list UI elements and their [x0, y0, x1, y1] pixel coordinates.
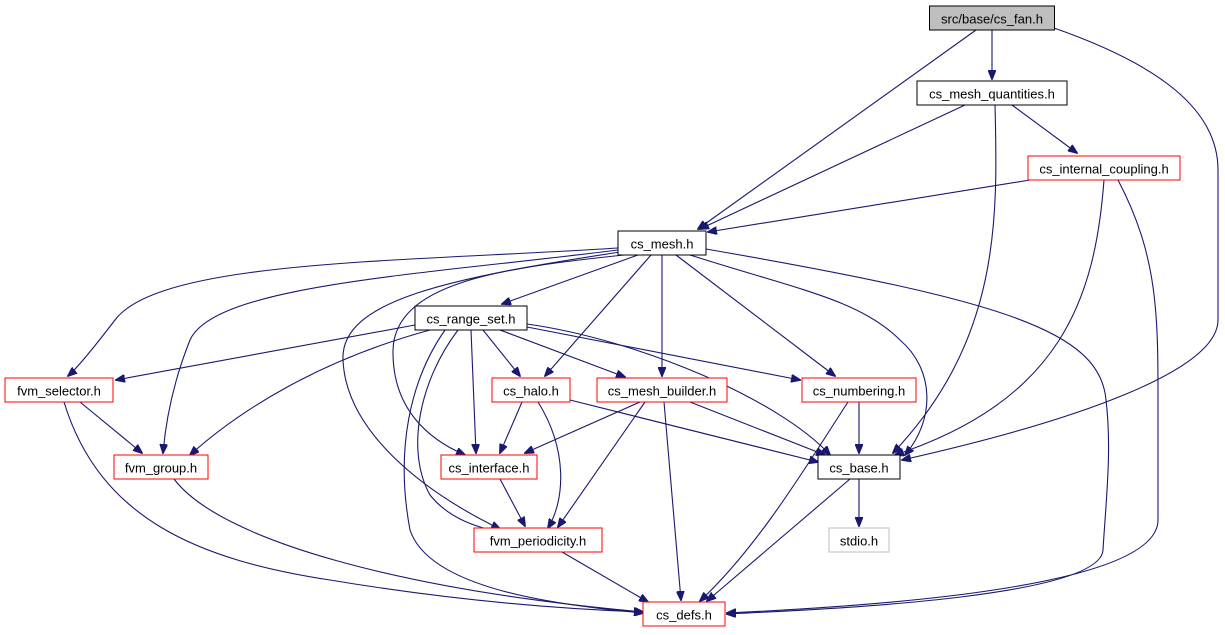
- node-cs-internal-coupling-h[interactable]: cs_internal_coupling.h: [1027, 155, 1181, 181]
- node-cs-range-set-h[interactable]: cs_range_set.h: [414, 305, 528, 331]
- node-label: cs_interface.h: [449, 461, 530, 476]
- node-box: [828, 527, 890, 553]
- node-cs-numbering-h[interactable]: cs_numbering.h: [801, 377, 917, 403]
- node-label: cs_mesh_quantities.h: [929, 87, 1055, 102]
- node-label: cs_numbering.h: [813, 384, 906, 399]
- edge-cs-range-set-h-to-cs-base-h: [526, 323, 830, 455]
- node-label: cs_defs.h: [656, 608, 712, 623]
- node-label: cs_range_set.h: [427, 312, 516, 327]
- node-label: stdio.h: [840, 534, 878, 549]
- edge-fvm-periodicity-h-to-cs-defs-h: [561, 551, 648, 602]
- edge-cs-internal-coupling-h-to-cs-mesh-h: [708, 179, 1031, 232]
- edge-cs-fan-h-to-cs-base-h: [902, 27, 1219, 460]
- node-label: cs_base.h: [829, 461, 888, 476]
- node-box: [491, 377, 571, 403]
- node-box: [473, 527, 603, 553]
- edge-cs-range-set-h-to-fvm-periodicity-h: [417, 329, 500, 532]
- node-cs-fan-h[interactable]: src/base/cs_fan.h: [929, 5, 1055, 31]
- edge-cs-internal-coupling-h-to-cs-defs-h: [727, 179, 1159, 613]
- edge-cs-mesh-h-to-cs-range-set-h: [502, 254, 639, 304]
- node-box: [414, 305, 528, 331]
- edge-cs-fan-h-to-cs-mesh-h: [698, 29, 977, 229]
- edge-cs-range-set-h-to-fvm-selector-h: [116, 324, 416, 380]
- node-cs-mesh-quantities-h[interactable]: cs_mesh_quantities.h: [916, 80, 1068, 106]
- edge-cs-range-set-h-to-cs-numbering-h: [526, 326, 800, 380]
- node-label: fvm_selector.h: [17, 384, 101, 399]
- edge-cs-mesh-builder-h-to-fvm-periodicity-h: [558, 401, 646, 527]
- edge-cs-mesh-builder-h-to-cs-base-h: [689, 401, 825, 455]
- node-label: fvm_periodicity.h: [490, 534, 587, 549]
- node-box: [113, 454, 209, 480]
- edges-layer: [63, 27, 1219, 614]
- edge-fvm-group-h-to-cs-defs-h: [173, 478, 643, 612]
- edge-cs-interface-h-to-fvm-periodicity-h: [499, 478, 525, 526]
- node-box: [617, 230, 707, 256]
- edge-cs-mesh-h-to-fvm-group-h: [163, 249, 619, 453]
- node-box: [440, 454, 538, 480]
- node-box: [642, 601, 726, 627]
- node-box: [596, 377, 728, 403]
- node-fvm-periodicity-h[interactable]: fvm_periodicity.h: [473, 527, 603, 553]
- edge-cs-mesh-h-to-cs-defs-h: [705, 248, 1110, 614]
- edge-cs-mesh-builder-h-to-cs-defs-h: [663, 401, 681, 600]
- node-box: [929, 5, 1055, 31]
- edge-cs-base-h-to-cs-defs-h: [707, 478, 851, 601]
- edge-cs-range-set-h-to-fvm-group-h: [190, 329, 431, 455]
- edge-cs-numbering-h-to-cs-defs-h: [700, 401, 849, 601]
- edge-cs-mesh-h-to-fvm-selector-h: [68, 247, 619, 376]
- node-label: cs_mesh.h: [631, 237, 694, 252]
- node-cs-base-h[interactable]: cs_base.h: [817, 454, 901, 480]
- edge-cs-mesh-h-to-cs-numbering-h: [675, 254, 835, 376]
- node-cs-interface-h[interactable]: cs_interface.h: [440, 454, 538, 480]
- edge-cs-mesh-h-to-fvm-periodicity-h: [342, 251, 621, 529]
- node-box: [1027, 155, 1181, 181]
- edge-cs-halo-h-to-cs-base-h: [569, 399, 818, 462]
- node-label: cs_internal_coupling.h: [1039, 162, 1168, 177]
- edge-cs-mesh-quantities-h-to-cs-internal-coupling-h: [1011, 104, 1077, 153]
- node-box: [4, 377, 114, 403]
- edge-cs-internal-coupling-h-to-cs-base-h: [895, 179, 1105, 455]
- node-label: fvm_group.h: [125, 461, 197, 476]
- node-cs-halo-h[interactable]: cs_halo.h: [491, 377, 571, 403]
- node-cs-mesh-h[interactable]: cs_mesh.h: [617, 230, 707, 256]
- edge-cs-mesh-quantities-h-to-cs-mesh-h: [700, 104, 966, 229]
- node-label: cs_halo.h: [503, 384, 559, 399]
- node-box: [817, 454, 901, 480]
- node-cs-mesh-builder-h[interactable]: cs_mesh_builder.h: [596, 377, 728, 403]
- node-box: [916, 80, 1068, 106]
- node-label: cs_mesh_builder.h: [608, 384, 716, 399]
- edge-cs-mesh-h-to-cs-halo-h: [545, 254, 652, 376]
- node-fvm-selector-h[interactable]: fvm_selector.h: [4, 377, 114, 403]
- edge-cs-range-set-h-to-cs-halo-h: [482, 329, 520, 376]
- node-stdio-h: stdio.h: [828, 527, 890, 553]
- edge-cs-mesh-quantities-h-to-cs-base-h: [893, 104, 997, 453]
- nodes-layer: src/base/cs_fan.h cs_mesh_quantities.h cs_…: [4, 5, 1181, 627]
- edge-cs-mesh-h-to-cs-base-h: [689, 254, 928, 455]
- node-label: src/base/cs_fan.h: [941, 12, 1043, 27]
- node-cs-defs-h[interactable]: cs_defs.h: [642, 601, 726, 627]
- node-box: [801, 377, 917, 403]
- edge-cs-halo-h-to-cs-interface-h: [500, 401, 523, 453]
- node-fvm-group-h[interactable]: fvm_group.h: [113, 454, 209, 480]
- edge-cs-range-set-h-to-cs-interface-h: [470, 329, 476, 453]
- edge-fvm-selector-h-to-cs-defs-h: [63, 401, 643, 612]
- edge-cs-halo-h-to-fvm-periodicity-h: [537, 401, 562, 528]
- edge-fvm-selector-h-to-fvm-group-h: [79, 401, 142, 453]
- edge-cs-mesh-builder-h-to-cs-interface-h: [525, 401, 641, 453]
- edge-cs-range-set-h-to-cs-mesh-builder-h: [499, 329, 625, 377]
